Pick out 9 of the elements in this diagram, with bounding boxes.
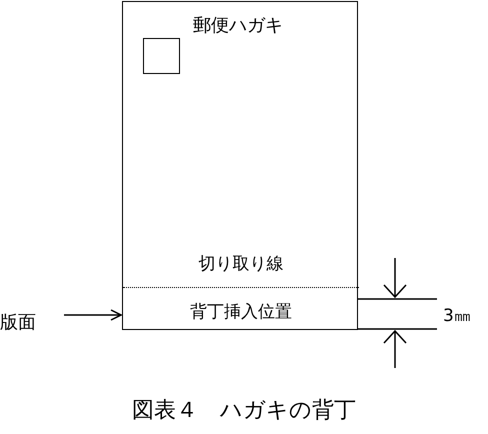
arrow — [64, 309, 122, 321]
text-label: 版面 — [0, 313, 36, 333]
postcard-outline — [122, 1, 358, 330]
stamp-box — [143, 38, 180, 74]
dimension-label: 3㎜ — [443, 306, 471, 326]
node-heading: 背丁挿入位置 — [189, 302, 293, 322]
tear-line-label: 切り取り線 — [198, 254, 284, 274]
node-heading: 郵便ハガキ — [193, 16, 283, 36]
figure-caption: 図表４ ハガキの背丁 — [131, 398, 357, 424]
